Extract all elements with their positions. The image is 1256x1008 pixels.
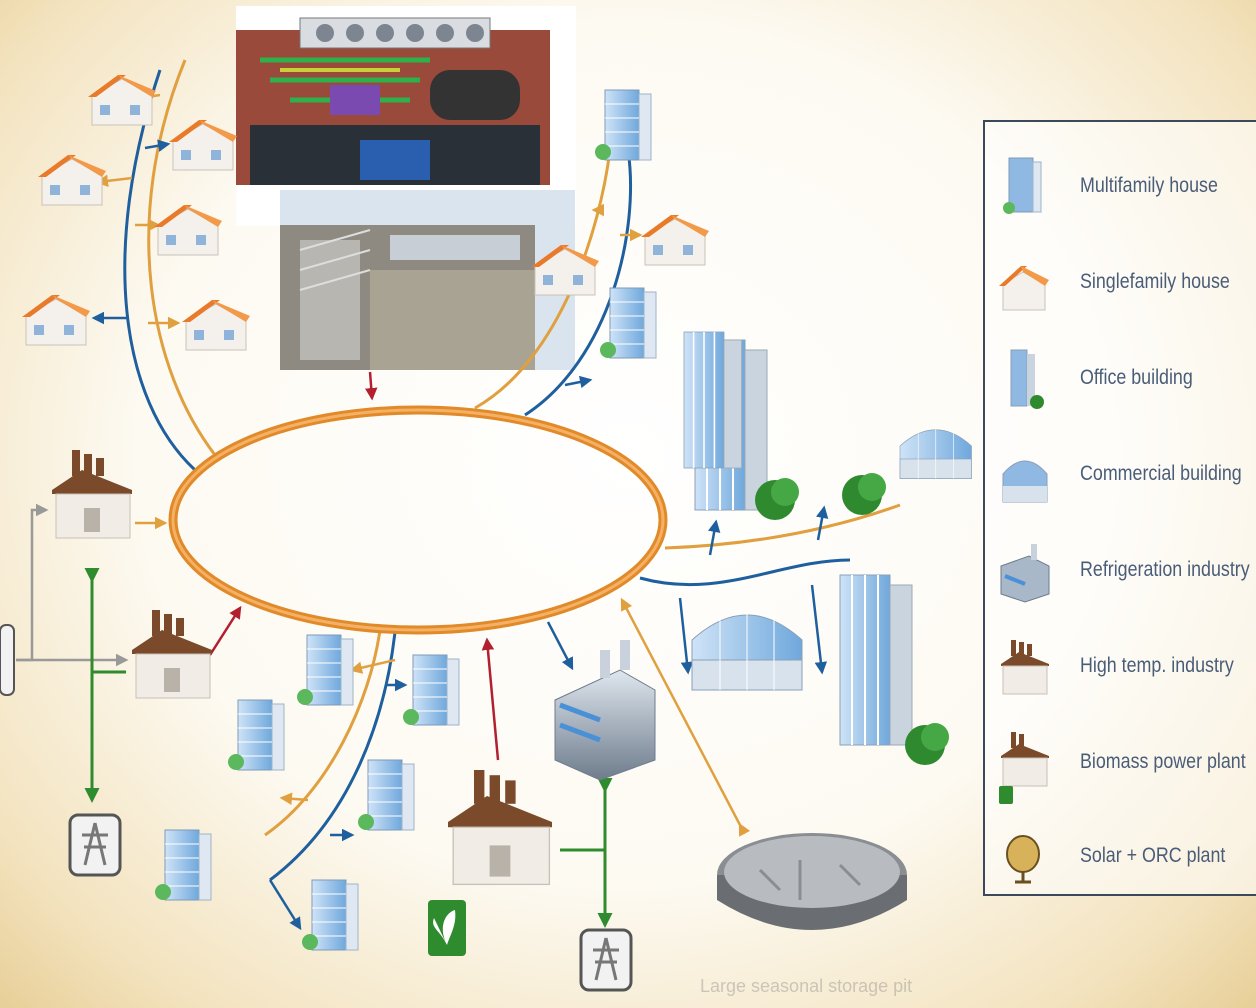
- high-temp-industry-icon: [1001, 640, 1049, 695]
- legend-label: Solar + ORC plant: [1080, 844, 1226, 867]
- office-building-icon: [1010, 349, 1044, 409]
- legend-label: Biomass power plant: [1080, 750, 1246, 773]
- legend-label: High temp. industry: [1080, 654, 1234, 677]
- office-buildings: [683, 331, 949, 765]
- singlefamily-house-icon: [999, 266, 1049, 311]
- refrigeration-plant: [554, 640, 656, 781]
- legend-item-multifamily: Multifamily house: [995, 152, 1256, 222]
- heat-pump-machinery-illustration: [236, 6, 576, 226]
- multifamily-house-icon: [1003, 157, 1042, 214]
- factories: [51, 449, 553, 956]
- legend-item-office: Office building: [995, 344, 1256, 414]
- legend-label: Multifamily house: [1080, 174, 1218, 197]
- pipe-network: [16, 59, 901, 931]
- legend-item-high-temp: High temp. industry: [995, 632, 1256, 702]
- legend-label: Office building: [1080, 366, 1193, 389]
- legend-label: Refrigeration industry: [1080, 558, 1250, 581]
- biomass-power-plant-icon: [999, 732, 1049, 804]
- legend-item-biomass: Biomass power plant: [995, 728, 1256, 804]
- legend-item-refrigeration: Refrigeration industry: [995, 536, 1256, 606]
- legend-item-commercial: Commercial building: [995, 440, 1256, 510]
- legend-item-singlefamily: Singlefamily house: [995, 248, 1256, 318]
- commercial-building-icon: [1002, 460, 1048, 503]
- legend-label: Commercial building: [1080, 462, 1242, 485]
- cooling-facility-photo: [280, 190, 575, 370]
- refrigeration-industry-icon: [1000, 544, 1050, 603]
- legend-label: Singlefamily house: [1080, 270, 1230, 293]
- solar-orc-plant-icon: [1006, 835, 1040, 884]
- storage-pit-caption: Large seasonal storage pit: [700, 976, 913, 996]
- seasonal-storage-pit: [717, 833, 907, 930]
- legend-item-solar-orc: Solar + ORC plant: [995, 822, 1256, 892]
- power-grid-connections: [0, 624, 633, 992]
- legend-panel: Multifamily house Singlefamily house Off…: [983, 120, 1256, 896]
